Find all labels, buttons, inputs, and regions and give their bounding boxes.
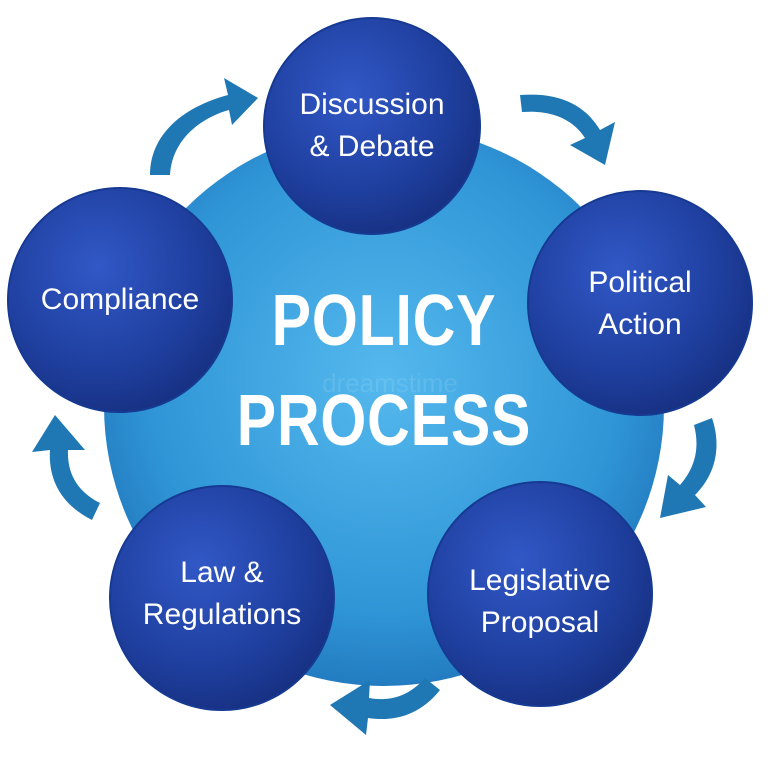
arrow-discussion-to-political <box>520 94 615 165</box>
arrow-legislative-to-law <box>330 678 440 735</box>
node-circle-law <box>109 485 335 711</box>
watermark-text: dreamstime <box>322 368 458 398</box>
arrow-political-to-legislative <box>660 418 717 518</box>
arrow-compliance-to-discussion <box>150 78 258 175</box>
arrow-law-to-compliance <box>32 415 100 520</box>
node-circle-political <box>527 190 753 416</box>
center-title-line2: PROCESS <box>236 381 532 461</box>
node-circle-discussion <box>263 17 481 235</box>
cycle-arrows <box>32 78 717 735</box>
center-title-line1: POLICY <box>271 281 497 361</box>
node-circle-legislative <box>427 481 653 707</box>
node-circle-compliance <box>7 187 233 413</box>
